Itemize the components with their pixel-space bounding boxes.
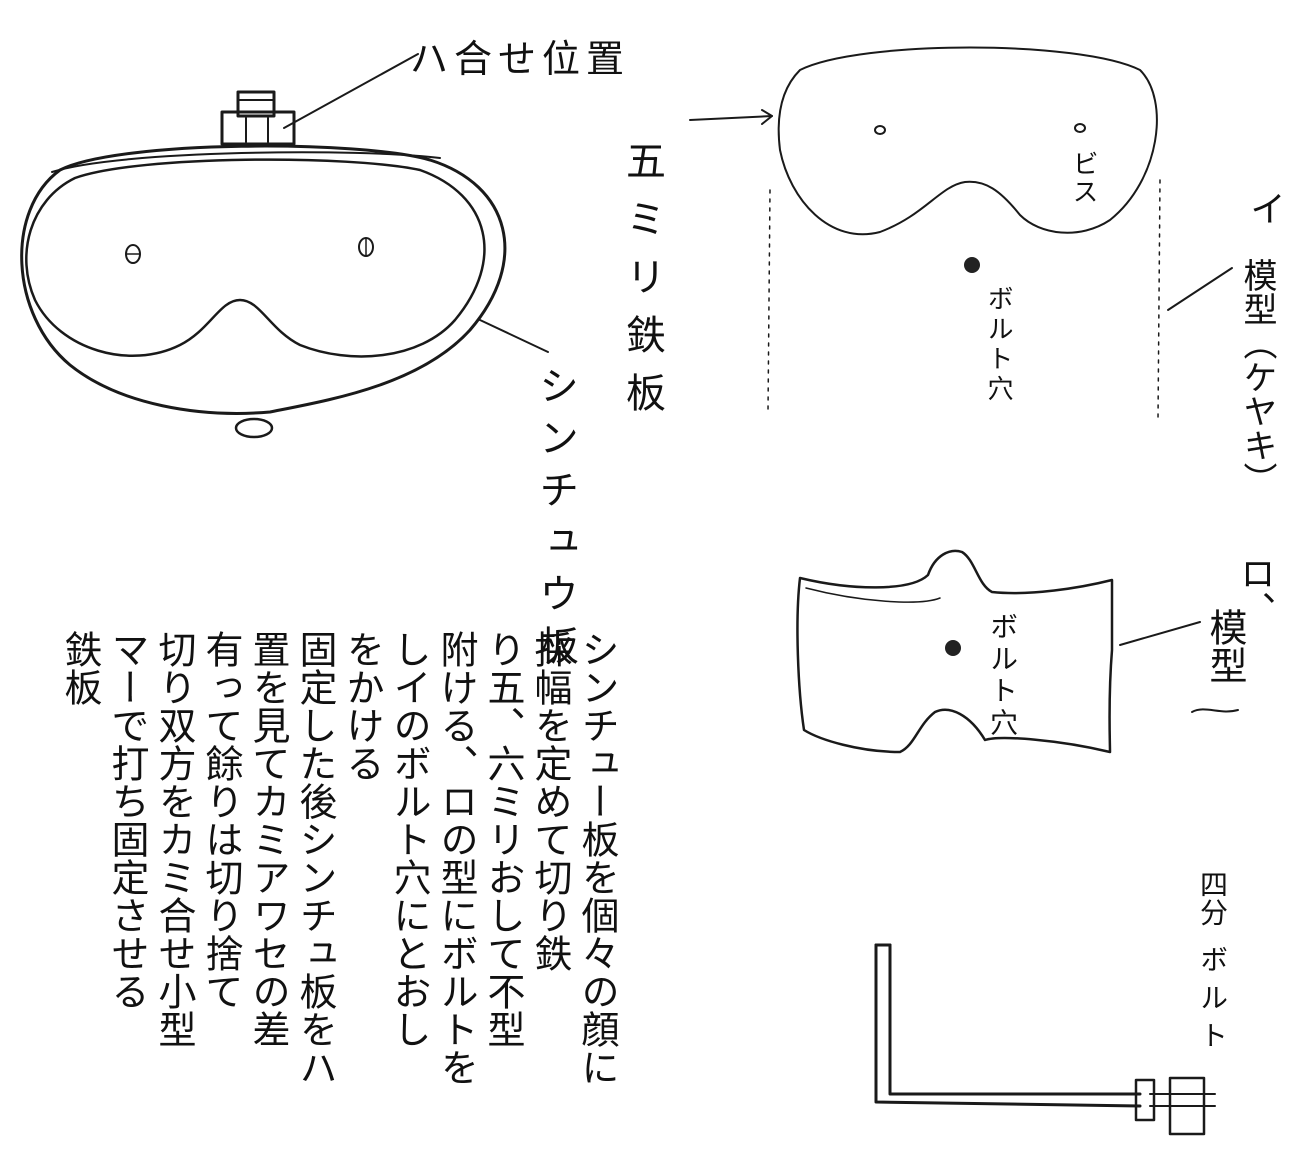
- bolt-size-label: 四分: [1196, 870, 1229, 926]
- mold-b-dash: [1191, 708, 1239, 713]
- mold-b-shape: [796, 549, 1114, 754]
- bolt-label: ボルト: [1196, 945, 1229, 1059]
- mold-a-body-right: [1157, 179, 1161, 421]
- mold-a-leader-line: [1167, 267, 1233, 311]
- note-line: 置を見てカミアワセの差: [246, 630, 290, 1048]
- eye-hole-left: [125, 244, 141, 264]
- goggle-rim: [51, 151, 441, 173]
- note-line: 有って餘りは切り捨て: [199, 630, 243, 1010]
- screw-hole-left: [874, 125, 886, 135]
- instruction-notes: シンチュー板を個々の顔に 採幅を定めて切り鉄 り五、六ミリおして不型 附ける、ロ…: [0, 630, 620, 1152]
- mold-a-label: イ: [1244, 190, 1285, 226]
- alignment-leader-line: [283, 53, 419, 129]
- note-line: 鉄板: [58, 630, 102, 706]
- screw-label: ビス: [1068, 150, 1098, 206]
- alignment-clamp: [220, 90, 296, 146]
- mold-b-leader-line: [1119, 621, 1201, 646]
- iron-plate-arrowhead: [761, 109, 773, 125]
- goggle-lens-outline: [25, 158, 486, 358]
- brass-leader-line: [479, 319, 549, 353]
- mold-a-body-left: [767, 189, 771, 413]
- note-line: 切り双方をカミ合せ小型: [152, 630, 196, 1048]
- mold-b-name-label: 模型: [1203, 608, 1247, 684]
- alignment-position-label: ハ合せ位置: [410, 37, 631, 81]
- l-bolt: [874, 943, 1216, 1136]
- eye-hole-right: [358, 237, 374, 257]
- note-line: 固定した後シンチュ板をハ: [293, 630, 337, 1086]
- brass-plate-outline: [20, 144, 507, 415]
- screw-hole-right: [1074, 123, 1086, 133]
- note-line: 附ける、ロの型にボルトを: [434, 630, 478, 1086]
- mold-a-goggle-shape: [777, 46, 1158, 236]
- note-line: シンチュー板を個々の顔に: [575, 630, 619, 1086]
- iron-plate-5mm-label: 五ミリ鉄板: [619, 140, 665, 430]
- note-line: しイのボルト穴にとおし: [387, 630, 431, 1048]
- bolt-hole-bottom-mark: [945, 640, 961, 656]
- mold-b-label: ロ、: [1234, 555, 1275, 627]
- note-line: マーで打ち固定させる: [105, 630, 149, 1010]
- note-line: り五、六ミリおして不型: [481, 630, 525, 1048]
- note-line: をかける: [340, 630, 384, 782]
- bottom-tab: [234, 417, 274, 439]
- brass-plate-label: シンチュウ板: [532, 365, 578, 677]
- note-line: 採幅を定めて切り鉄: [528, 630, 572, 972]
- bolt-hole-bottom-label: ボルト穴: [986, 612, 1019, 740]
- mold-b-inner-edge: [805, 587, 941, 603]
- mold-a-name-label: 模型（ケヤキ）: [1237, 258, 1277, 496]
- bolt-hole-top-label: ボルト穴: [983, 285, 1013, 405]
- bolt-hole-top-mark: [964, 257, 980, 273]
- iron-plate-arrow: [689, 115, 773, 121]
